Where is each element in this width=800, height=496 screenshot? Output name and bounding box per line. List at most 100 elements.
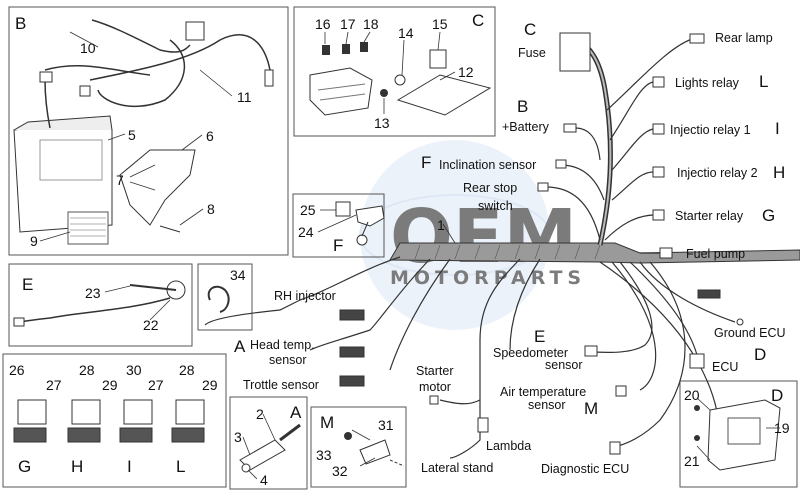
part-26: 26	[9, 362, 25, 378]
callout-d-letter: D	[754, 345, 766, 364]
part-28a: 28	[79, 362, 95, 378]
frame-m	[310, 406, 407, 488]
frame-m-letter: M	[320, 413, 334, 432]
part-21: 21	[684, 453, 700, 469]
part-28b: 28	[179, 362, 195, 378]
part-3: 3	[234, 429, 242, 445]
part-31: 31	[378, 417, 394, 433]
part-30: 30	[126, 362, 142, 378]
watermark-logo: OEM	[390, 194, 577, 280]
main-harness	[204, 32, 800, 459]
callout-lateral-stand: Lateral stand	[421, 461, 493, 475]
callout-h-letter: H	[773, 163, 785, 182]
part-23: 23	[85, 285, 101, 301]
part-7: 7	[116, 172, 124, 188]
part-20: 20	[684, 387, 700, 403]
callout-rh-injector: RH injector	[274, 289, 336, 303]
frames	[2, 6, 798, 490]
callout-rear-stop-line1: Rear stop	[463, 181, 517, 195]
frame-a	[229, 396, 308, 490]
speedometer-sensor-group	[13, 280, 186, 327]
frame-relays	[2, 353, 227, 488]
air-temp-sensor-group	[344, 432, 405, 467]
part-5: 5	[128, 127, 136, 143]
part-1: 1	[437, 217, 445, 233]
part-27a: 27	[46, 377, 62, 393]
callout-ecu: ECU	[712, 360, 738, 374]
frame-f	[292, 193, 385, 258]
frame-h-letter: H	[71, 457, 83, 476]
part-11: 11	[237, 89, 252, 105]
frame-f-letter: F	[333, 236, 343, 255]
part-29a: 29	[102, 377, 118, 393]
callout-speedometer-line2: sensor	[545, 358, 583, 372]
part-29b: 29	[202, 377, 218, 393]
part-25: 25	[300, 202, 316, 218]
callout-rear-lamp: Rear lamp	[715, 31, 773, 45]
frame-e	[8, 263, 193, 347]
frame-34	[197, 263, 253, 331]
callout-starter-relay: Starter relay	[675, 209, 744, 223]
frame-e-letter: E	[22, 275, 33, 294]
part-6: 6	[206, 128, 214, 144]
inclination-sensor-group	[335, 201, 385, 246]
callout-diagnostic-ecu: Diagnostic ECU	[541, 462, 629, 476]
callout-i-letter: I	[775, 119, 780, 138]
callout-m-letter: M	[584, 399, 598, 418]
frame-letters: B C E G H I L A M D F	[15, 11, 783, 476]
callout-trottle-sensor: Trottle sensor	[243, 378, 319, 392]
callout-starter-line2: motor	[419, 380, 451, 394]
watermark: OEM MOTORPARTS	[359, 140, 586, 330]
fuse-box-group	[309, 42, 492, 116]
callout-battery: +Battery	[502, 120, 550, 134]
part-numbers: 10 11 5 6 7 8 9 16 17 18 15 14 12 13 1 2…	[9, 16, 790, 488]
part-9: 9	[30, 233, 38, 249]
frame-c-letter: C	[472, 11, 484, 30]
frame-l-letter: L	[176, 457, 185, 476]
callout-speedometer-line1: Speedometer	[493, 346, 568, 360]
part-10: 10	[80, 40, 96, 56]
part-13: 13	[374, 115, 390, 131]
part-32: 32	[332, 463, 348, 479]
part-4: 4	[260, 472, 268, 488]
part-18: 18	[363, 16, 379, 32]
callout-lights-relay: Lights relay	[675, 76, 740, 90]
callout-g-letter: G	[762, 206, 775, 225]
callout-rear-stop-line2: switch	[478, 199, 513, 213]
callout-ground-ecu: Ground ECU	[714, 326, 786, 340]
callout-head-a-letter: A	[234, 337, 246, 356]
callouts: C Fuse B +Battery F Inclination sensor R…	[234, 20, 786, 476]
callout-fuel-pump: Fuel pump	[686, 247, 745, 261]
part-8: 8	[207, 201, 215, 217]
callout-head-temp-line2: sensor	[269, 353, 307, 367]
frame-b	[8, 6, 289, 256]
ecu-group	[694, 399, 781, 471]
part-22: 22	[143, 317, 159, 333]
frame-d	[679, 380, 798, 488]
part-17: 17	[340, 16, 356, 32]
callout-speedo-e-letter: E	[534, 327, 545, 346]
clip-34	[207, 285, 230, 313]
relays-group	[13, 399, 205, 443]
part-14: 14	[398, 25, 414, 41]
callout-f-letter: F	[421, 153, 431, 172]
frame-g-letter: G	[18, 457, 31, 476]
part-19: 19	[774, 420, 790, 436]
callout-starter-line1: Starter	[416, 364, 454, 378]
callout-lambda: Lambda	[486, 439, 531, 453]
callout-c-letter: C	[524, 20, 536, 39]
frame-c	[293, 6, 496, 137]
watermark-subtitle: MOTORPARTS	[390, 267, 586, 289]
frame-b-letter: B	[15, 14, 26, 33]
part-24: 24	[298, 224, 314, 240]
frame-d-letter: D	[771, 386, 783, 405]
leader-lines	[39, 31, 780, 480]
part-33: 33	[316, 447, 332, 463]
part-27b: 27	[148, 377, 164, 393]
head-temp-sensor-group	[239, 423, 301, 473]
callout-injectio-relay-1: Injectio relay 1	[670, 123, 751, 137]
part-15: 15	[432, 16, 448, 32]
part-2: 2	[256, 406, 264, 422]
